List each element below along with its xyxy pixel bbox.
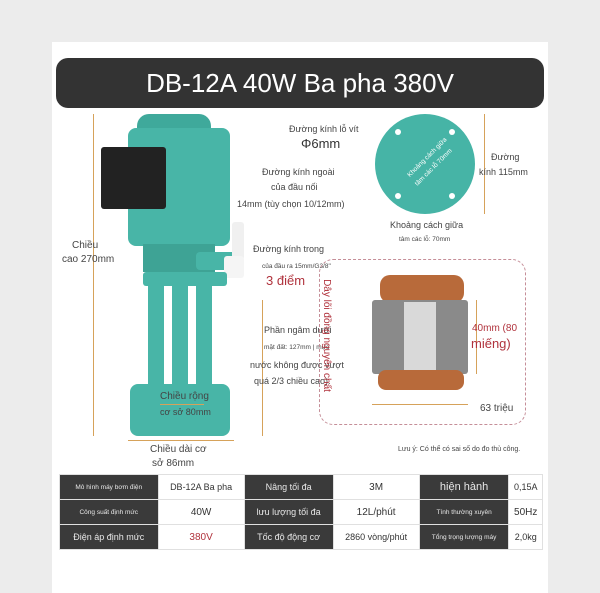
copper-wire-label: Dây lõi đồng nguyên chất [320, 279, 332, 392]
stator-width-label: 63 triệu [480, 403, 514, 414]
outer-diameter-label-2: của đầu nối [271, 182, 318, 192]
table-cell: 0,15A [508, 474, 543, 500]
outer-diameter-label: Đường kính ngoài [262, 167, 335, 177]
stator-frame [319, 259, 526, 425]
base-width-value: cơ sở 80mm [160, 407, 211, 417]
table-row: Mô hình máy bơm điện DB-12A Ba pha Nâng … [59, 474, 543, 500]
disc-diameter-line [484, 114, 485, 214]
immersion-label-4: quá 2/3 chiều cao). [254, 376, 331, 386]
immersion-label: Phần ngâm dưới [264, 325, 332, 335]
mounting-hole [395, 193, 401, 199]
height-label-2: cao 270mm [62, 254, 115, 265]
disc-diameter-label: Đường [491, 152, 520, 162]
mounting-disc: Khoảng cách giữa tâm các lỗ 70mm [375, 114, 475, 214]
table-cell: Nâng tối đa [243, 474, 334, 500]
table-cell: Mô hình máy bơm điện [59, 474, 159, 500]
hole-diameter-value: Φ6mm [301, 136, 341, 151]
hole-diameter-label: Đường kính lỗ vít [289, 124, 359, 134]
inner-diameter-value: của đầu ra 15mm/G3/8" [262, 263, 331, 270]
table-cell: 50Hz [508, 499, 543, 525]
table-cell: 2860 vòng/phút [332, 524, 420, 550]
height-dimension-line [93, 114, 94, 436]
base-width-label: Chiều rộng [160, 391, 209, 402]
table-row: Điện áp định mức 380V Tốc độ động cơ 286… [59, 524, 543, 550]
mounting-hole [449, 129, 455, 135]
mounting-hole [449, 193, 455, 199]
table-cell: 40W [157, 499, 245, 525]
table-cell: Tốc độ động cơ [243, 524, 334, 550]
height-label: Chiều [72, 240, 99, 251]
page-title: DB-12A 40W Ba pha 380V [56, 58, 544, 108]
table-cell: hiện hành [418, 474, 510, 500]
hole-spacing-value: tâm các lỗ: 70mm [399, 236, 451, 243]
immersion-label-3: nước không được vượt [250, 360, 344, 370]
table-cell: Công suất định mức [59, 499, 159, 525]
measurement-note: Lưu ý: Có thể có sai số do đo thủ công. [398, 446, 521, 453]
table-cell: Điện áp định mức [59, 524, 159, 550]
stator-height-line [476, 300, 477, 374]
table-cell: DB-12A Ba pha [157, 474, 245, 500]
outer-diameter-value: 14mm (tùy chọn 10/12mm) [237, 199, 345, 209]
table-cell: 3M [332, 474, 420, 500]
table-cell: 2,0kg [508, 524, 543, 550]
disc-diameter-value: kính 115mm [479, 167, 528, 177]
stator-height-label: 40mm (80 [472, 323, 518, 334]
base-length-value: sở 86mm [152, 458, 195, 469]
immersion-label-2: mặt đất: 127mm | mực [264, 344, 330, 351]
table-cell: 380V [157, 524, 245, 550]
immersion-dimension-line [262, 300, 263, 436]
hole-spacing-label: Khoảng cách giữa [390, 220, 464, 230]
table-row: Công suất định mức 40W lưu lượng tối đa … [59, 499, 543, 525]
stator-height-value: miếng) [471, 336, 511, 351]
stator-width-line [372, 404, 468, 405]
base-width-dimension-line [160, 404, 204, 405]
table-cell: lưu lượng tối đa [243, 499, 334, 525]
spec-table: Mô hình máy bơm điện DB-12A Ba pha Nâng … [59, 474, 543, 550]
base-length-dimension-line [128, 440, 234, 441]
mounting-hole [395, 129, 401, 135]
base-length-label: Chiều dài cơ [150, 444, 207, 455]
three-points-label: 3 điểm [266, 273, 306, 288]
table-cell: Tổng trọng lượng máy [418, 524, 510, 550]
table-cell: Tính thường xuyên [418, 499, 510, 525]
table-cell: 12L/phút [332, 499, 420, 525]
inner-diameter-label: Đường kính trong [253, 244, 324, 254]
